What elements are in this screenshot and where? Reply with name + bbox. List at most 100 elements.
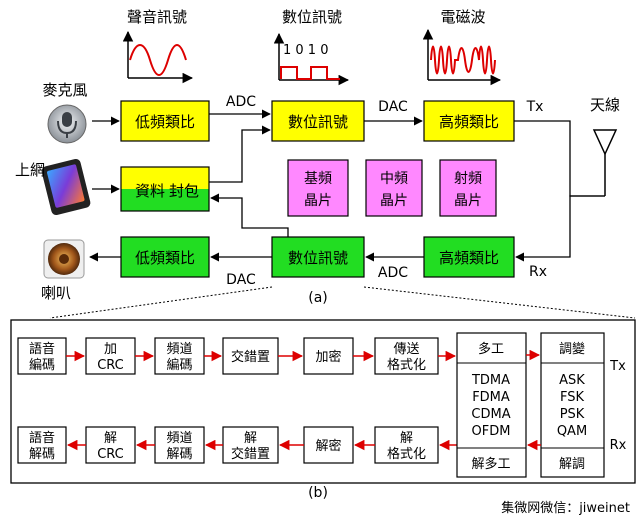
svg-text:低頻類比: 低頻類比 (135, 113, 195, 131)
label-digital-signal: 數位訊號 (282, 8, 342, 26)
svg-text:解碼: 解碼 (29, 447, 55, 462)
label-internet: 上網 (15, 161, 45, 179)
label-voice-signal: 聲音訊號 (127, 8, 187, 26)
digital-signal-graph: 1 0 1 0 (273, 32, 350, 86)
part-b-frame (10, 319, 636, 484)
svg-text:封包: 封包 (169, 182, 199, 200)
phone-icon (41, 158, 91, 216)
svg-text:射頻: 射頻 (454, 171, 482, 187)
watermark: 集微网微信：jiweinet (501, 500, 630, 516)
label-rx-a: Rx (529, 264, 547, 280)
label-microphone: 麥克風 (42, 81, 87, 99)
svg-text:交錯置: 交錯置 (231, 349, 270, 365)
svg-text:解: 解 (400, 431, 413, 446)
block-data-packet: 資料 封包 (120, 166, 210, 212)
caption-a: (a) (308, 290, 328, 306)
block-encrypt: 加密 (303, 337, 354, 375)
svg-text:格式化: 格式化 (387, 357, 426, 373)
modulation-item: ASK (559, 373, 585, 388)
part-a-arrows (89, 109, 605, 262)
svg-text:加密: 加密 (315, 349, 341, 365)
svg-text:CRC: CRC (97, 447, 124, 462)
svg-text:晶片: 晶片 (304, 193, 332, 209)
svg-text:數位訊號: 數位訊號 (288, 113, 348, 131)
bit-sequence: 1 0 1 0 (283, 43, 328, 58)
label-rx-b: Rx (610, 438, 627, 453)
svg-text:解: 解 (244, 431, 257, 446)
multiplex-label: 多工 (478, 341, 504, 357)
block-multiplex: 多工 TDMA FDMA CDMA OFDM 解多工 (456, 332, 527, 478)
label-dac-rx: DAC (226, 272, 256, 288)
modulation-item: QAM (557, 424, 587, 439)
block-interleave: 交錯置 (222, 337, 279, 375)
svg-text:解: 解 (104, 431, 117, 446)
svg-text:晶片: 晶片 (380, 193, 408, 209)
multiplex-item: TDMA (471, 373, 510, 388)
svg-text:晶片: 晶片 (454, 193, 482, 209)
svg-text:數位訊號: 數位訊號 (288, 249, 348, 267)
svg-text:高頻類比: 高頻類比 (439, 113, 499, 131)
chip-if: 中頻 晶片 (365, 159, 423, 217)
svg-text:高頻類比: 高頻類比 (439, 249, 499, 267)
svg-text:傳送: 傳送 (393, 342, 419, 357)
svg-text:解碼: 解碼 (166, 447, 192, 462)
block-digital-signal-tx: 數位訊號 (271, 100, 365, 142)
svg-text:CRC: CRC (97, 358, 124, 373)
modulation-item: PSK (560, 407, 585, 422)
multiplex-item: OFDM (472, 424, 511, 439)
svg-text:頻道: 頻道 (166, 431, 192, 446)
svg-text:加: 加 (104, 342, 117, 357)
block-low-freq-analog-rx: 低頻類比 (120, 236, 210, 278)
label-speaker: 喇叭 (41, 284, 71, 302)
modulation-label: 調變 (559, 341, 585, 357)
multiplex-item: FDMA (472, 390, 510, 405)
label-em-wave: 電磁波 (440, 8, 485, 26)
tx-chain: 語音編碼加CRC頻道編碼交錯置加密傳送格式化 (17, 337, 457, 375)
svg-text:語音: 語音 (29, 341, 55, 357)
label-antenna: 天線 (590, 96, 620, 114)
caption-b: (b) (308, 485, 328, 501)
modulation-item: FSK (560, 390, 585, 405)
svg-text:編碼: 編碼 (29, 357, 55, 373)
svg-text:格式化: 格式化 (387, 446, 426, 462)
label-adc-rx: ADC (378, 265, 408, 281)
microphone-icon (47, 104, 87, 144)
em-wave-graph (422, 28, 502, 86)
demodulation-label: 解調 (559, 457, 585, 472)
part-b-arrows-fixed (526, 349, 541, 451)
block-high-freq-analog-tx: 高頻類比 (423, 100, 515, 142)
svg-text:交錯置: 交錯置 (231, 446, 270, 462)
voice-signal-graph (122, 30, 194, 84)
speaker-icon (43, 239, 85, 279)
label-adc-tx: ADC (226, 94, 256, 110)
block-modulation: 調變 ASK FSK PSK QAM 解調 (540, 332, 605, 478)
demultiplex-label: 解多工 (471, 456, 510, 472)
zoom-guide-lines (49, 286, 636, 319)
chip-rf: 射頻 晶片 (439, 159, 497, 217)
block-low-freq-analog-tx: 低頻類比 (120, 100, 210, 142)
svg-text:中頻: 中頻 (380, 171, 408, 187)
chip-baseband: 基頻 晶片 (287, 159, 349, 217)
block-high-freq-analog-rx: 高頻類比 (423, 236, 515, 278)
block-digital-signal-rx: 數位訊號 (271, 236, 365, 278)
svg-text:頻道: 頻道 (166, 342, 192, 357)
label-tx-a: Tx (526, 99, 544, 115)
svg-text:基頻: 基頻 (304, 170, 332, 187)
multiplex-item: CDMA (471, 407, 510, 422)
svg-text:編碼: 編碼 (166, 357, 192, 373)
label-tx-b: Tx (609, 359, 626, 374)
svg-text:解密: 解密 (315, 438, 341, 454)
block-decrypt: 解密 (303, 426, 354, 464)
antenna-icon (592, 129, 618, 196)
